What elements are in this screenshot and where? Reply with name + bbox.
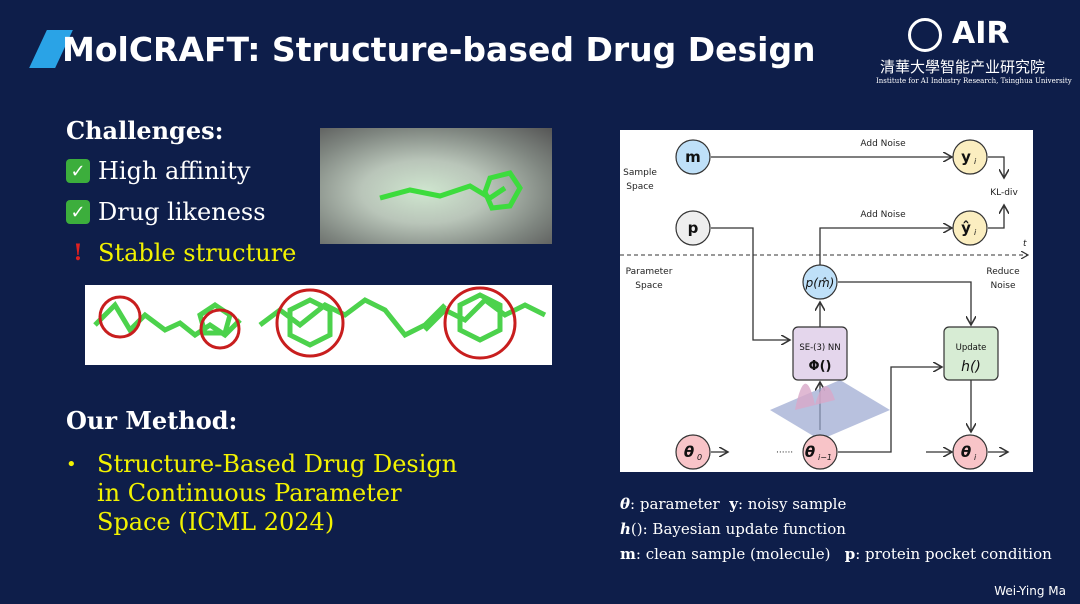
time-axis-label: t xyxy=(1023,239,1027,249)
logo-english: Institute for AI Industry Research, Tsin… xyxy=(876,77,1072,85)
node-subscript: i−1 xyxy=(818,453,832,462)
update-label: Update xyxy=(956,343,987,353)
logo-chinese: 清華大學智能产业研究院 xyxy=(880,58,1046,76)
sample-space-label: Sample xyxy=(623,168,657,178)
method-line: Structure-Based Drug Design xyxy=(97,450,458,478)
challenge-item: ✓ Drug likeness xyxy=(66,198,266,226)
method-line: in Continuous Parameter xyxy=(97,479,402,507)
legend-key: m xyxy=(620,545,636,563)
node-label: p xyxy=(688,219,699,237)
node-subscript: i xyxy=(974,453,977,462)
method-line: Space (ICML 2024) xyxy=(97,508,335,536)
author-credit: Wei-Ying Ma xyxy=(994,584,1066,598)
sample-space-label: Space xyxy=(626,182,654,192)
method-bullet: • Structure-Based Drug Design in Continu… xyxy=(66,450,457,537)
node-label: p(m̂) xyxy=(805,276,835,290)
node-label: θ xyxy=(684,443,694,461)
legend-key: y xyxy=(729,495,738,513)
node-m xyxy=(675,139,711,175)
se3-label: SE-(3) NN xyxy=(799,343,840,353)
exclamation-icon: ! xyxy=(73,240,83,266)
method-heading: Our Method: xyxy=(66,406,238,435)
challenge-label: Stable structure xyxy=(98,239,297,267)
node-y xyxy=(952,139,988,175)
add-noise-label: Add Noise xyxy=(860,139,906,149)
reduce-noise-label: Noise xyxy=(991,281,1016,291)
ellipsis: ······ xyxy=(776,448,793,458)
reduce-noise-label: Reduce xyxy=(986,267,1020,277)
se3-function: Φ() xyxy=(809,359,832,374)
node-label: m xyxy=(685,148,701,166)
legend-line: m: clean sample (molecule) p: protein po… xyxy=(620,545,1052,563)
legend-key: p xyxy=(844,545,856,563)
parameter-space-label: Parameter xyxy=(626,267,673,277)
tsinghua-seal-icon xyxy=(908,18,942,52)
node-label: ŷ xyxy=(961,219,971,237)
node-theta-i xyxy=(952,434,988,470)
check-icon: ✓ xyxy=(66,200,90,224)
node-label: θ xyxy=(805,443,815,461)
node-theta0 xyxy=(675,434,711,470)
se3-nn-box xyxy=(792,326,848,381)
parameter-space-label: Space xyxy=(635,281,663,291)
node-subscript: 0 xyxy=(697,453,702,462)
legend-value: : protein pocket condition xyxy=(855,545,1052,563)
legend-value: : noisy sample xyxy=(737,495,847,513)
air-logo: AIR 清華大學智能产业研究院 Institute for AI Industr… xyxy=(876,14,1072,90)
legend-value: : clean sample (molecule) xyxy=(635,545,831,563)
legend-line: h(): Bayesian update function xyxy=(620,520,846,538)
legend-value: : parameter xyxy=(630,495,720,513)
node-yhat xyxy=(952,210,988,246)
bullet-icon: • xyxy=(66,454,77,475)
update-box xyxy=(943,326,999,381)
protein-pocket-image xyxy=(320,128,552,244)
node-label: y xyxy=(961,148,971,166)
gaussian-surface-plot xyxy=(770,380,890,440)
unstable-molecules-image xyxy=(85,285,552,365)
kl-div-label: KL-div xyxy=(990,188,1018,198)
check-icon: ✓ xyxy=(66,159,90,183)
challenge-item: ✓ High affinity xyxy=(66,157,250,185)
node-p xyxy=(675,210,711,246)
update-function: h() xyxy=(961,359,981,375)
node-pm xyxy=(802,264,838,300)
node-subscript: i xyxy=(974,157,977,166)
challenge-label: High affinity xyxy=(98,157,251,185)
logo-brand: AIR xyxy=(952,16,1010,51)
challenge-label: Drug likeness xyxy=(98,198,266,226)
legend-key: h xyxy=(620,520,631,538)
legend-key: θ xyxy=(620,495,631,513)
add-noise-label: Add Noise xyxy=(860,210,906,220)
legend-value: (): Bayesian update function xyxy=(630,520,846,538)
node-subscript: i xyxy=(974,228,977,237)
challenges-heading: Challenges: xyxy=(66,116,224,145)
legend-line: θ: parameter y: noisy sample xyxy=(620,495,846,513)
challenge-item: ! Stable structure xyxy=(66,239,296,267)
node-label: θ xyxy=(961,443,971,461)
slide-title: MolCRAFT: Structure-based Drug Design xyxy=(62,30,816,69)
node-theta-prev xyxy=(802,434,838,470)
bfn-diagram: Add Noise Add Noise KL-div Sample Space … xyxy=(620,130,1033,472)
